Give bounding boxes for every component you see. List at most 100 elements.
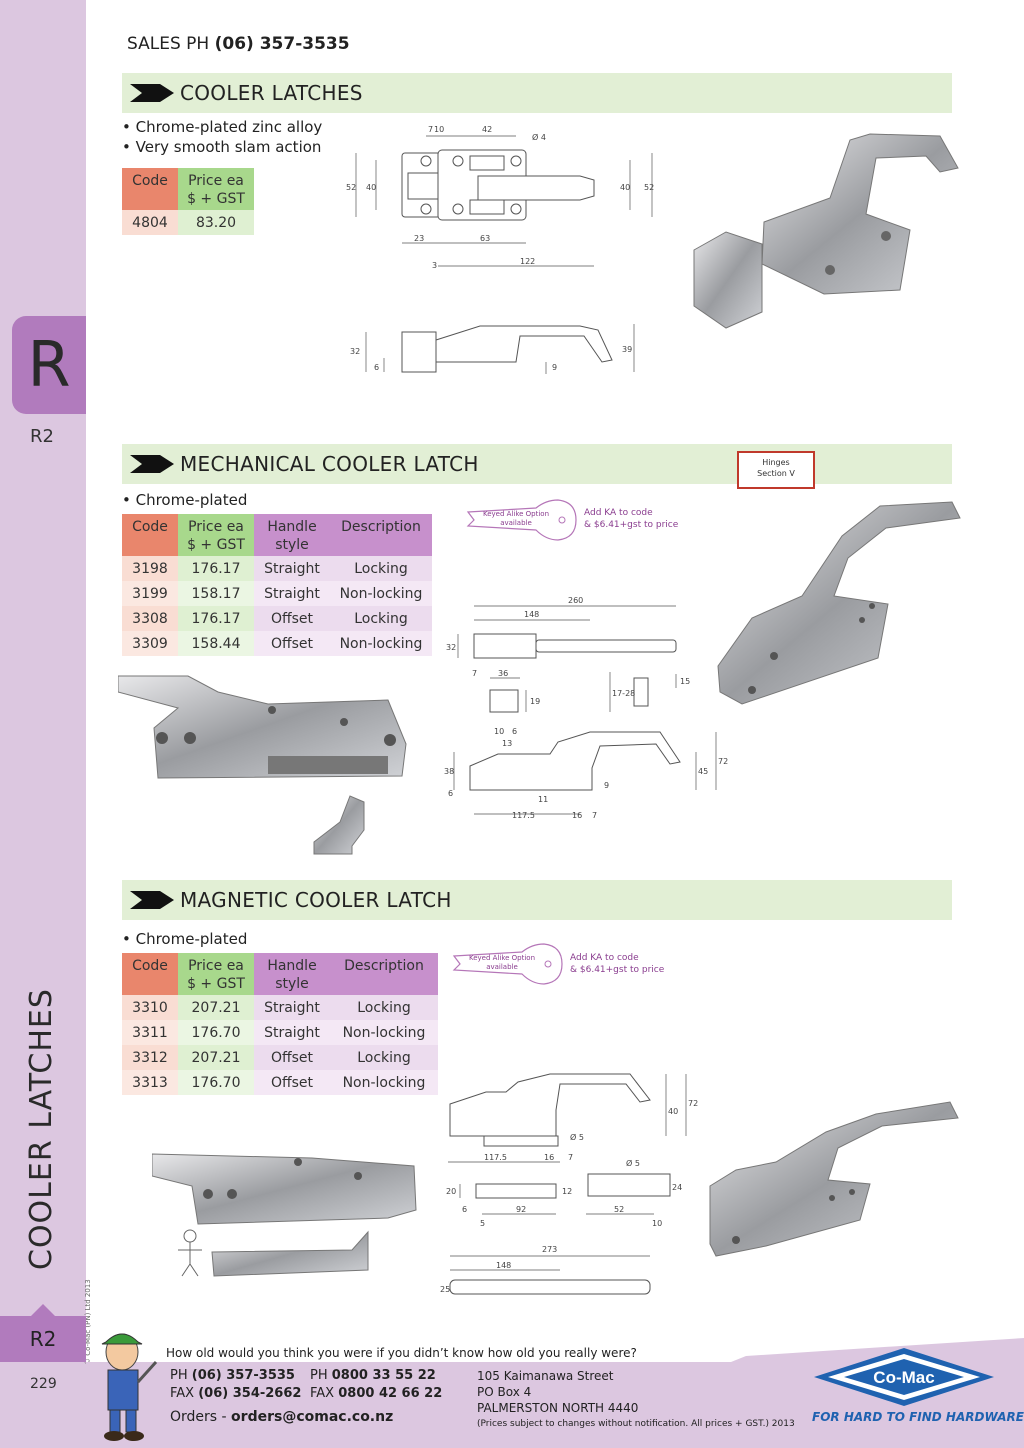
svg-text:Co-Mac: Co-Mac	[873, 1368, 934, 1387]
svg-text:38: 38	[444, 767, 454, 776]
section-title: MAGNETIC COOLER LATCH	[180, 888, 452, 912]
price-table: Code Price ea$ + GST 4804 83.20	[122, 168, 254, 235]
svg-text:45: 45	[698, 767, 708, 776]
sales-label: SALES PH	[127, 34, 210, 54]
footer-quote: How old would you think you were if you …	[166, 1346, 637, 1360]
freephone-line: PH 0800 33 55 22	[310, 1368, 436, 1383]
svg-text:36: 36	[498, 669, 508, 678]
fax-line: FAX (06) 354-2662	[170, 1386, 302, 1401]
svg-text:52: 52	[346, 183, 356, 192]
latch-drawing-side: 32 6 9 39	[350, 324, 635, 374]
section-title: COOLER LATCHES	[180, 81, 363, 105]
key-icon	[452, 943, 563, 985]
bullet: • Chrome-plated	[122, 930, 248, 948]
svg-text:12: 12	[562, 1187, 572, 1196]
header-price: Price ea$ + GST	[178, 953, 254, 995]
svg-text:7: 7	[592, 811, 597, 820]
disclaimer: (Prices subject to changes without notif…	[477, 1419, 795, 1429]
svg-text:42: 42	[482, 125, 492, 134]
svg-text:7: 7	[472, 669, 477, 678]
bullet: • Chrome-plated	[122, 491, 248, 509]
svg-text:39: 39	[622, 345, 632, 354]
page-number: 229	[30, 1376, 57, 1392]
section-title: MECHANICAL COOLER LATCH	[180, 452, 479, 476]
fax-number: (06) 354-2662	[198, 1386, 302, 1401]
freefax-number: 0800 42 66 22	[338, 1386, 443, 1401]
svg-text:273: 273	[542, 1245, 557, 1254]
svg-text:23: 23	[414, 234, 424, 243]
mechanic-figure-icon	[178, 1229, 202, 1277]
price-cell: 83.20	[178, 210, 254, 235]
section-tab: R	[12, 316, 86, 414]
arrow-icon	[130, 84, 174, 102]
cooler-latch-photo	[693, 133, 959, 329]
comac-logo: Co-Mac	[814, 1348, 994, 1406]
ka-price-note: Add KA to code& $6.41+gst to price	[584, 508, 679, 530]
svg-text:117.5: 117.5	[512, 811, 535, 820]
svg-text:9: 9	[552, 363, 557, 372]
svg-text:3: 3	[432, 261, 437, 270]
bullet: • Chrome-plated zinc alloy	[122, 118, 323, 136]
magnetic-latch-drawing: 40 72 Ø 5 117.5 16 7 20 12 Ø 5 24 6 92 5…	[440, 1073, 698, 1295]
freephone-number: 0800 33 55 22	[331, 1368, 436, 1383]
header-price: Price ea$ + GST	[178, 168, 254, 210]
svg-text:52: 52	[614, 1205, 624, 1214]
svg-text:92: 92	[516, 1205, 526, 1214]
svg-text:25: 25	[440, 1285, 450, 1294]
svg-text:40: 40	[620, 183, 630, 192]
svg-text:15: 15	[680, 677, 690, 686]
code-cell: 4804	[122, 210, 178, 235]
svg-text:32: 32	[350, 347, 360, 356]
svg-text:117.5: 117.5	[484, 1153, 507, 1162]
sales-phone-line: SALES PH (06) 357-3535	[127, 34, 350, 54]
svg-text:63: 63	[480, 234, 490, 243]
svg-text:7: 7	[428, 125, 433, 134]
freefax-line: FAX 0800 42 66 22	[310, 1386, 443, 1401]
orders-line: Orders - orders@comac.co.nz	[170, 1409, 394, 1425]
svg-text:5: 5	[480, 1219, 485, 1228]
magnetic-latch-closeup-photo	[152, 1153, 417, 1277]
mechanical-latch-header: MECHANICAL COOLER LATCH	[122, 444, 952, 484]
latch-drawing-front: 7 10 42 Ø 4 52 40 40 52 23 63 3 122	[346, 125, 654, 270]
page-code-bottom: R2	[0, 1304, 86, 1362]
svg-text:260: 260	[568, 596, 583, 605]
svg-text:6: 6	[462, 1205, 467, 1214]
svg-text:122: 122	[520, 257, 535, 266]
svg-text:Ø 5: Ø 5	[570, 1132, 584, 1142]
svg-text:40: 40	[366, 183, 376, 192]
svg-text:13: 13	[502, 739, 512, 748]
svg-text:6: 6	[512, 727, 517, 736]
arrow-icon	[130, 455, 174, 473]
svg-text:Ø 4: Ø 4	[532, 132, 546, 142]
svg-text:148: 148	[524, 610, 539, 619]
arrow-icon	[130, 891, 174, 909]
mascot-icon	[101, 1333, 158, 1441]
header-price: Price ea$ + GST	[178, 514, 254, 556]
orders-email-link[interactable]: orders@comac.co.nz	[231, 1409, 394, 1425]
svg-text:72: 72	[688, 1099, 698, 1108]
svg-text:72: 72	[718, 757, 728, 766]
svg-text:24: 24	[672, 1183, 682, 1192]
address-block: 105 Kaimanawa Street PO Box 4 PALMERSTON…	[477, 1368, 795, 1432]
svg-text:10: 10	[652, 1219, 662, 1228]
header-code: Code	[122, 953, 178, 995]
header-code: Code	[122, 168, 178, 210]
svg-text:148: 148	[496, 1261, 511, 1270]
key-icon	[466, 499, 577, 541]
svg-text:52: 52	[644, 183, 654, 192]
header-code: Code	[122, 514, 178, 556]
svg-text:6: 6	[448, 789, 453, 798]
left-sidebar	[0, 0, 86, 1448]
phone-line: PH (06) 357-3535	[170, 1368, 295, 1383]
table-row: 4804 83.20	[122, 210, 254, 235]
